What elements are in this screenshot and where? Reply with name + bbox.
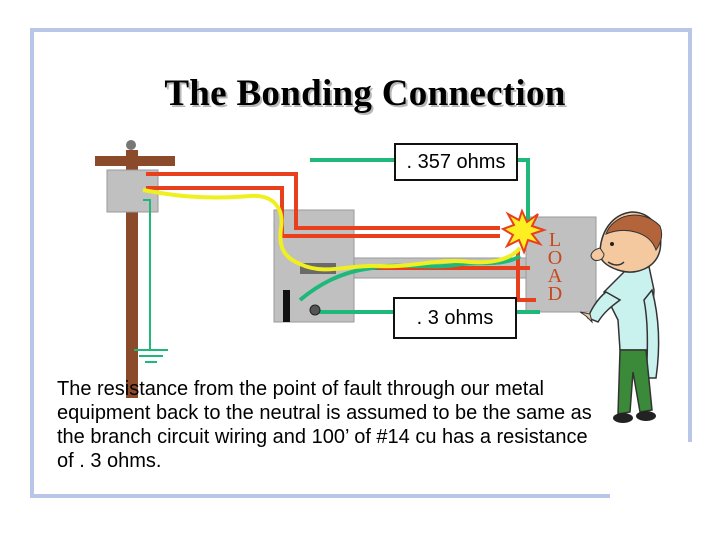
fault-spark-icon — [500, 208, 548, 255]
slide-frame-bottom — [30, 494, 610, 498]
bottom-resistance-label: . 3 ohms — [393, 297, 517, 339]
earth-ground-symbol — [134, 199, 168, 363]
slide-caption: The resistance from the point of fault t… — [57, 378, 592, 472]
load-letter-a: A — [547, 265, 563, 287]
panel-black-terminal — [283, 290, 290, 322]
electrician-figure — [579, 211, 663, 423]
slide-frame-top — [30, 28, 692, 32]
load-letter-l: L — [548, 229, 562, 251]
load-letter-o: O — [547, 247, 563, 269]
neutral-wire — [142, 188, 522, 272]
slide-frame-left — [30, 28, 34, 498]
load-letter-d: D — [547, 283, 563, 305]
top-resistance-label: . 357 ohms — [394, 143, 518, 181]
slide-title: The Bonding Connection — [164, 73, 566, 114]
slide-frame-right — [688, 28, 692, 442]
ground-fitting — [309, 304, 321, 316]
